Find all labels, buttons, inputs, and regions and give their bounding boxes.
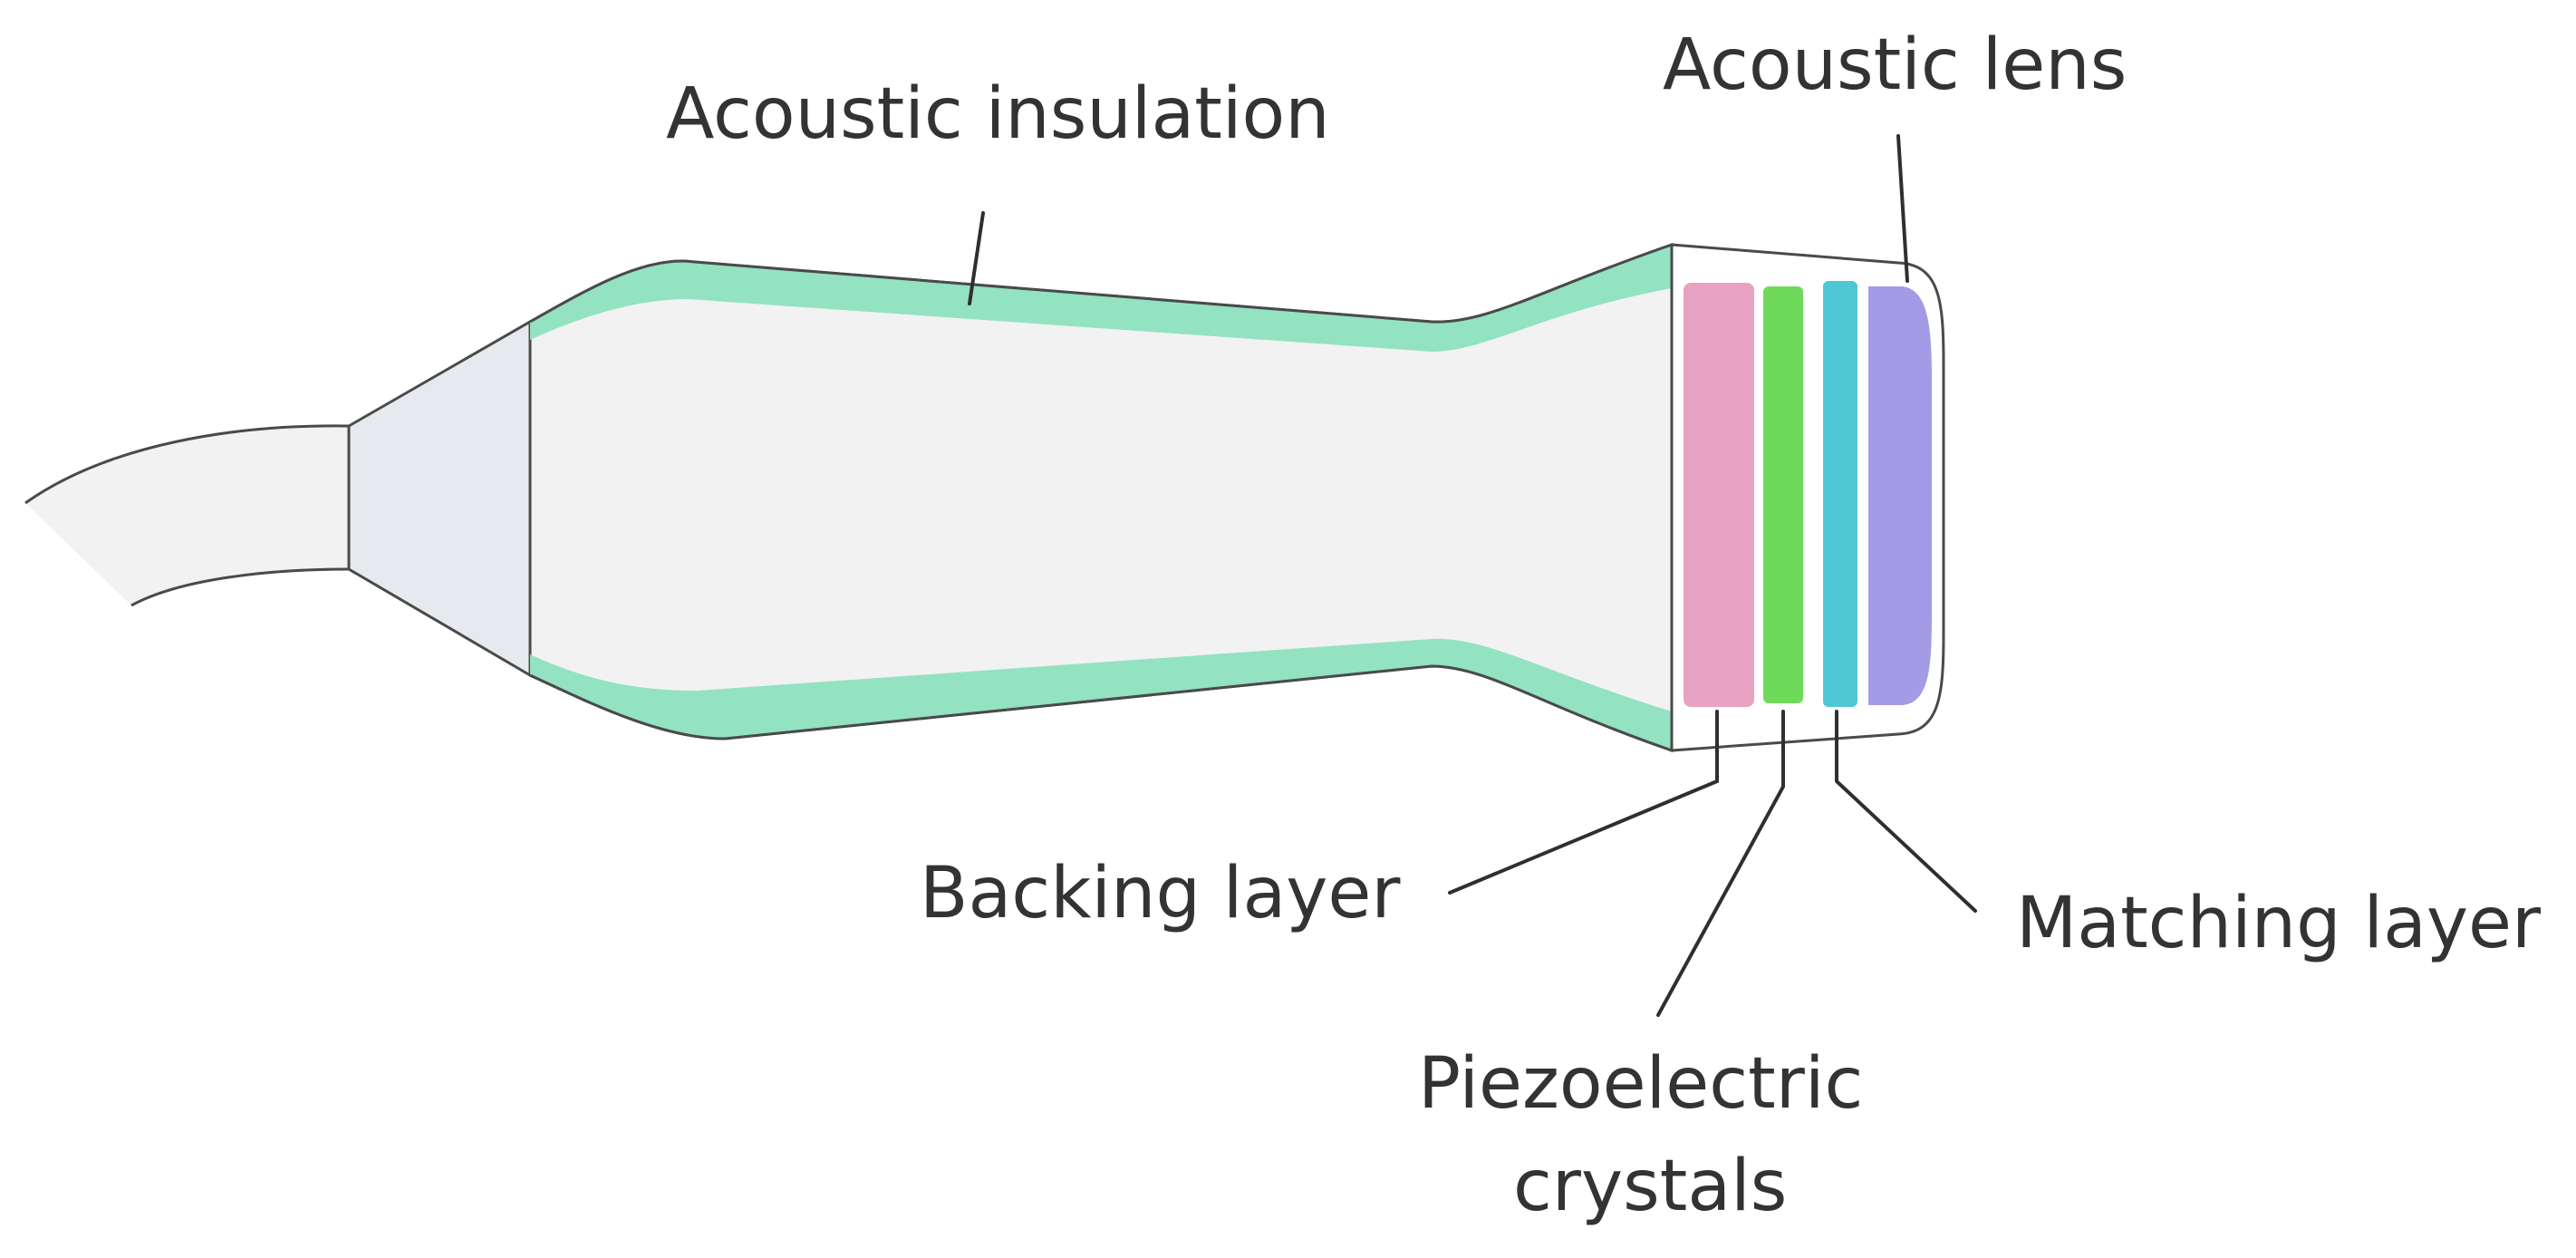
matching-layer-label: Matching layer (2016, 883, 2542, 964)
acoustic-lens-label: Acoustic lens (1663, 24, 2127, 106)
cable-outline-bottom (130, 567, 350, 607)
matching-layer (1823, 281, 1857, 707)
acoustic-lens (1868, 286, 1932, 705)
acoustic-lens-leader (1896, 134, 1909, 283)
cable-outline-top (24, 424, 350, 505)
acoustic-insulation-label: Acoustic insulation (666, 73, 1330, 155)
probe-neck (347, 319, 532, 678)
backing-layer-leader (1448, 710, 1719, 895)
acoustic-insulation-leader (968, 211, 985, 305)
acoustic-insulation-top (530, 245, 1672, 352)
piezoelectric-label-line1: Piezoelectric (1418, 1043, 1863, 1125)
piezoelectric-leader (1656, 710, 1785, 1017)
matching-layer-leader (1835, 710, 1977, 913)
piezoelectric-crystals (1763, 286, 1803, 703)
backing-layer-label: Backing layer (920, 853, 1401, 934)
backing-layer (1684, 283, 1754, 707)
acoustic-insulation-bottom (530, 638, 1672, 750)
piezoelectric-label-line2: crystals (1513, 1146, 1787, 1227)
cable (25, 425, 349, 605)
probe-body-outline (529, 243, 1673, 752)
